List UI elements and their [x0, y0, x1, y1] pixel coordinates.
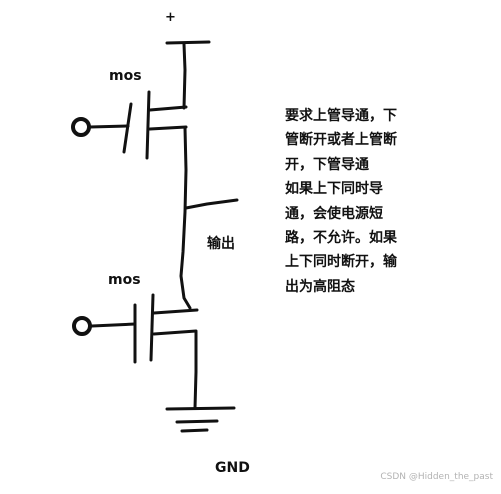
top-transistor-label: mos [109, 68, 142, 84]
bottom-gate-lead [90, 322, 137, 328]
ground-bar-2 [175, 419, 219, 424]
top-source-stub [148, 125, 188, 131]
explanation-line: 如果上下同时导 [285, 181, 383, 198]
top-drain-wire [182, 42, 187, 110]
bottom-source-stub [152, 329, 198, 336]
supply-bar [165, 40, 211, 45]
bottom-channel-bar [149, 293, 155, 362]
bottom-drain-stub [152, 308, 199, 315]
explanation-line: 通，会使电源短 [285, 205, 383, 222]
middle-wire [179, 126, 192, 310]
supply-label: + [165, 10, 176, 25]
explanation-line: 上下同时断开，输 [285, 254, 397, 271]
ground-label: GND [215, 460, 250, 476]
ground-bar-3 [180, 428, 209, 433]
watermark: CSDN @Hidden_the_past [380, 472, 493, 482]
output-tap [184, 198, 239, 210]
explanation-line: 要求上管导通，下 [285, 108, 397, 124]
top-gate-bar [122, 102, 133, 154]
top-gate-input-circle [71, 117, 91, 137]
bottom-transistor-label: mos [108, 272, 141, 288]
ground-bar-1 [165, 406, 236, 411]
explanation-line: 开，下管导通 [285, 156, 369, 173]
top-gate-lead [88, 124, 130, 129]
bottom-gate-input-circle [72, 316, 92, 336]
output-label: 输出 [207, 236, 235, 252]
ground-wire [193, 330, 198, 410]
explanation-line: 管断开或者上管断 [285, 132, 397, 149]
explanation-text: 要求上管导通，下 管断开或者上管断 开，下管导通 如果上下同时导 通，会使电源短… [285, 104, 435, 299]
explanation-line: 出为高阻态 [285, 278, 355, 295]
top-drain-stub [148, 105, 188, 112]
explanation-line: 路，不允许。如果 [285, 230, 397, 247]
top-channel-bar [145, 90, 151, 160]
